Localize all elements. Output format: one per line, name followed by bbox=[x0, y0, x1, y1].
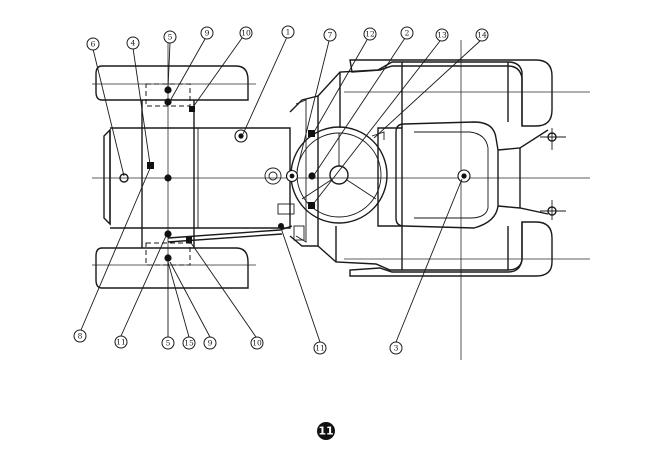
callout-label: 14 bbox=[477, 31, 487, 40]
callout-9-top: 9 bbox=[200, 26, 214, 40]
callout-14: 14 bbox=[475, 28, 489, 42]
callout-4: 4 bbox=[126, 36, 140, 50]
callout-label: 10 bbox=[252, 339, 262, 348]
callout-2: 2 bbox=[400, 26, 414, 40]
callout-label: 5 bbox=[168, 33, 173, 42]
callout-label: 1 bbox=[286, 28, 291, 37]
callout-1: 1 bbox=[281, 25, 295, 39]
callout-5-top: 5 bbox=[163, 30, 177, 44]
grease-point-clutch-center bbox=[289, 173, 295, 179]
grease-point-kingpin-lower bbox=[164, 230, 172, 238]
page-number: 11 bbox=[317, 422, 335, 440]
grease-point-rear-axle-center bbox=[461, 173, 467, 179]
callout-label: 11 bbox=[116, 338, 126, 347]
grease-point-steering-lower bbox=[308, 202, 315, 209]
callout-9-bottom: 9 bbox=[203, 336, 217, 350]
grease-point-axle-pivot bbox=[164, 174, 172, 182]
grease-point-steering-upper bbox=[308, 130, 315, 137]
callout-label: 13 bbox=[437, 31, 447, 40]
callout-15: 15 bbox=[182, 336, 196, 350]
grease-point-spindle-upper bbox=[164, 98, 172, 106]
callout-label: 3 bbox=[394, 344, 399, 353]
callout-11-left: 11 bbox=[114, 335, 128, 349]
callout-7: 7 bbox=[323, 28, 337, 42]
callout-label: 12 bbox=[365, 30, 375, 39]
grease-point-kingpin-upper bbox=[164, 86, 172, 94]
grease-point-drag-link bbox=[278, 223, 284, 229]
callout-label: 5 bbox=[166, 339, 171, 348]
callout-10-top: 10 bbox=[239, 26, 253, 40]
callout-label: 9 bbox=[205, 29, 210, 38]
callout-label: 4 bbox=[131, 39, 136, 48]
callout-label: 9 bbox=[208, 339, 213, 348]
callout-10-bottom: 10 bbox=[250, 336, 264, 350]
callout-label: 15 bbox=[184, 339, 194, 348]
callout-label: 7 bbox=[328, 31, 333, 40]
callout-label: 11 bbox=[315, 344, 325, 353]
callout-label: 2 bbox=[405, 29, 410, 38]
callout-label: 10 bbox=[241, 29, 251, 38]
grease-point-spindle-lower bbox=[164, 254, 172, 262]
callout-5-bottom: 5 bbox=[161, 336, 175, 350]
callout-label: 6 bbox=[91, 40, 96, 49]
callout-11-right: 11 bbox=[313, 341, 327, 355]
grease-point-steering-column bbox=[308, 172, 316, 180]
callout-13: 13 bbox=[435, 28, 449, 42]
page-number-label: 11 bbox=[318, 425, 333, 438]
callouts-top: 6 4 5 9 10 1 7 12 2 13 14 bbox=[86, 25, 489, 51]
callout-8: 8 bbox=[73, 329, 87, 343]
callout-12: 12 bbox=[363, 27, 377, 41]
callout-6: 6 bbox=[86, 37, 100, 51]
grease-point-tierod-upper bbox=[189, 106, 195, 112]
grease-points bbox=[147, 86, 471, 262]
leader-lines bbox=[80, 36, 481, 343]
callouts-bottom: 8 11 5 15 9 10 11 3 bbox=[73, 329, 403, 355]
grease-point-hood-center bbox=[238, 133, 244, 139]
callout-label: 8 bbox=[78, 332, 83, 341]
callout-3: 3 bbox=[389, 341, 403, 355]
grease-point-axle-pivot-front bbox=[147, 162, 154, 169]
